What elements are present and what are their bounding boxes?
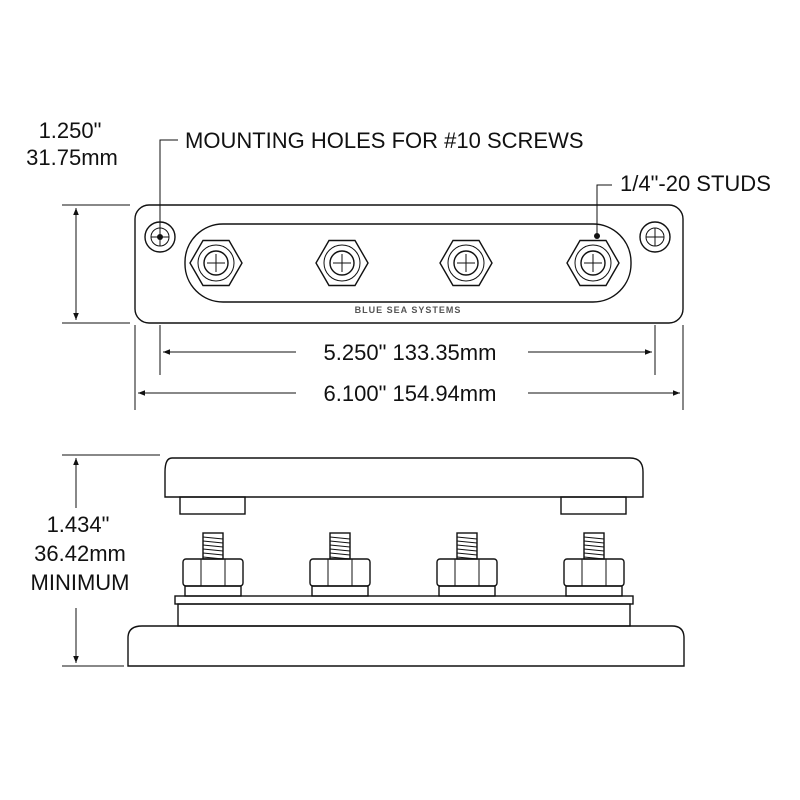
hex-nut-icon <box>566 239 620 287</box>
top-stud-2 <box>315 239 369 287</box>
top-stud-4 <box>566 239 620 287</box>
top-view-cover <box>184 223 632 303</box>
side-stud-4 <box>563 532 625 597</box>
hex-nut-side-icon <box>182 558 244 587</box>
side-height-dimension <box>62 454 160 667</box>
side-view-bus-bar <box>174 595 634 605</box>
thread-line <box>583 540 605 544</box>
hex-nut-icon <box>439 239 493 287</box>
side-view-cover-foot-right <box>560 496 627 515</box>
washer-side-icon <box>438 585 496 597</box>
washer-side-icon <box>184 585 242 597</box>
thread-line <box>583 536 605 540</box>
side-stud-2 <box>309 532 371 597</box>
side-height-label-in: 1.434" <box>47 512 110 537</box>
thread-line <box>329 548 351 552</box>
thread-line <box>456 540 478 544</box>
thread-line <box>329 536 351 540</box>
side-view-base <box>127 625 685 667</box>
washer-side-icon <box>565 585 623 597</box>
washer-icon <box>447 244 485 282</box>
mounting-hole-right <box>639 221 671 253</box>
stud-end-icon <box>203 250 229 276</box>
thread-line <box>202 552 224 556</box>
thread-line <box>456 552 478 556</box>
top-stud-1 <box>189 239 243 287</box>
top-stud-3 <box>439 239 493 287</box>
side-view-studs <box>182 532 625 597</box>
side-height-label-mm: 36.42mm <box>34 541 126 566</box>
stud-end-icon <box>580 250 606 276</box>
thread-line <box>456 544 478 548</box>
hole-spacing-dimension <box>159 325 656 375</box>
height-label-mm: 31.75mm <box>26 145 118 170</box>
thread-line <box>583 552 605 556</box>
height-dimension <box>62 204 130 324</box>
side-view-base-top <box>177 603 631 627</box>
top-view-studs <box>189 239 620 287</box>
side-view-cover-foot-left <box>179 496 246 515</box>
thread-line <box>202 536 224 540</box>
thread-line <box>329 552 351 556</box>
top-view: BLUE SEA SYSTEMS 1.250" 31.75mm <box>26 118 771 410</box>
thread-line <box>329 540 351 544</box>
thread-line <box>202 548 224 552</box>
studs-leader <box>594 184 612 239</box>
thread-line <box>583 548 605 552</box>
side-view: 1.434" 36.42mm MINIMUM <box>31 454 685 667</box>
top-view-base <box>134 204 684 324</box>
studs-label: 1/4"-20 STUDS <box>620 171 771 196</box>
mounting-holes-leader <box>157 139 178 240</box>
mounting-holes-label: MOUNTING HOLES FOR #10 SCREWS <box>185 128 584 153</box>
hex-nut-side-icon <box>436 558 498 587</box>
brand-label: BLUE SEA SYSTEMS <box>355 305 462 315</box>
overall-length-dimension <box>134 325 684 410</box>
stud-end-icon <box>329 250 355 276</box>
thread-line <box>202 544 224 548</box>
washer-side-icon <box>311 585 369 597</box>
thread-line <box>583 544 605 548</box>
overall-length-label: 6.100" 154.94mm <box>324 381 497 406</box>
hex-nut-side-icon <box>309 558 371 587</box>
hex-nut-side-icon <box>563 558 625 587</box>
side-height-label-note: MINIMUM <box>31 570 130 595</box>
side-stud-1 <box>182 532 244 597</box>
washer-icon <box>197 244 235 282</box>
thread-line <box>456 536 478 540</box>
side-view-cover <box>164 457 644 498</box>
hex-nut-icon <box>315 239 369 287</box>
washer-icon <box>323 244 361 282</box>
thread-line <box>202 540 224 544</box>
washer-icon <box>574 244 612 282</box>
thread-line <box>456 548 478 552</box>
hole-spacing-label: 5.250" 133.35mm <box>324 340 497 365</box>
height-label-in: 1.250" <box>39 118 102 143</box>
hex-nut-icon <box>189 239 243 287</box>
side-stud-3 <box>436 532 498 597</box>
thread-line <box>329 544 351 548</box>
stud-end-icon <box>453 250 479 276</box>
